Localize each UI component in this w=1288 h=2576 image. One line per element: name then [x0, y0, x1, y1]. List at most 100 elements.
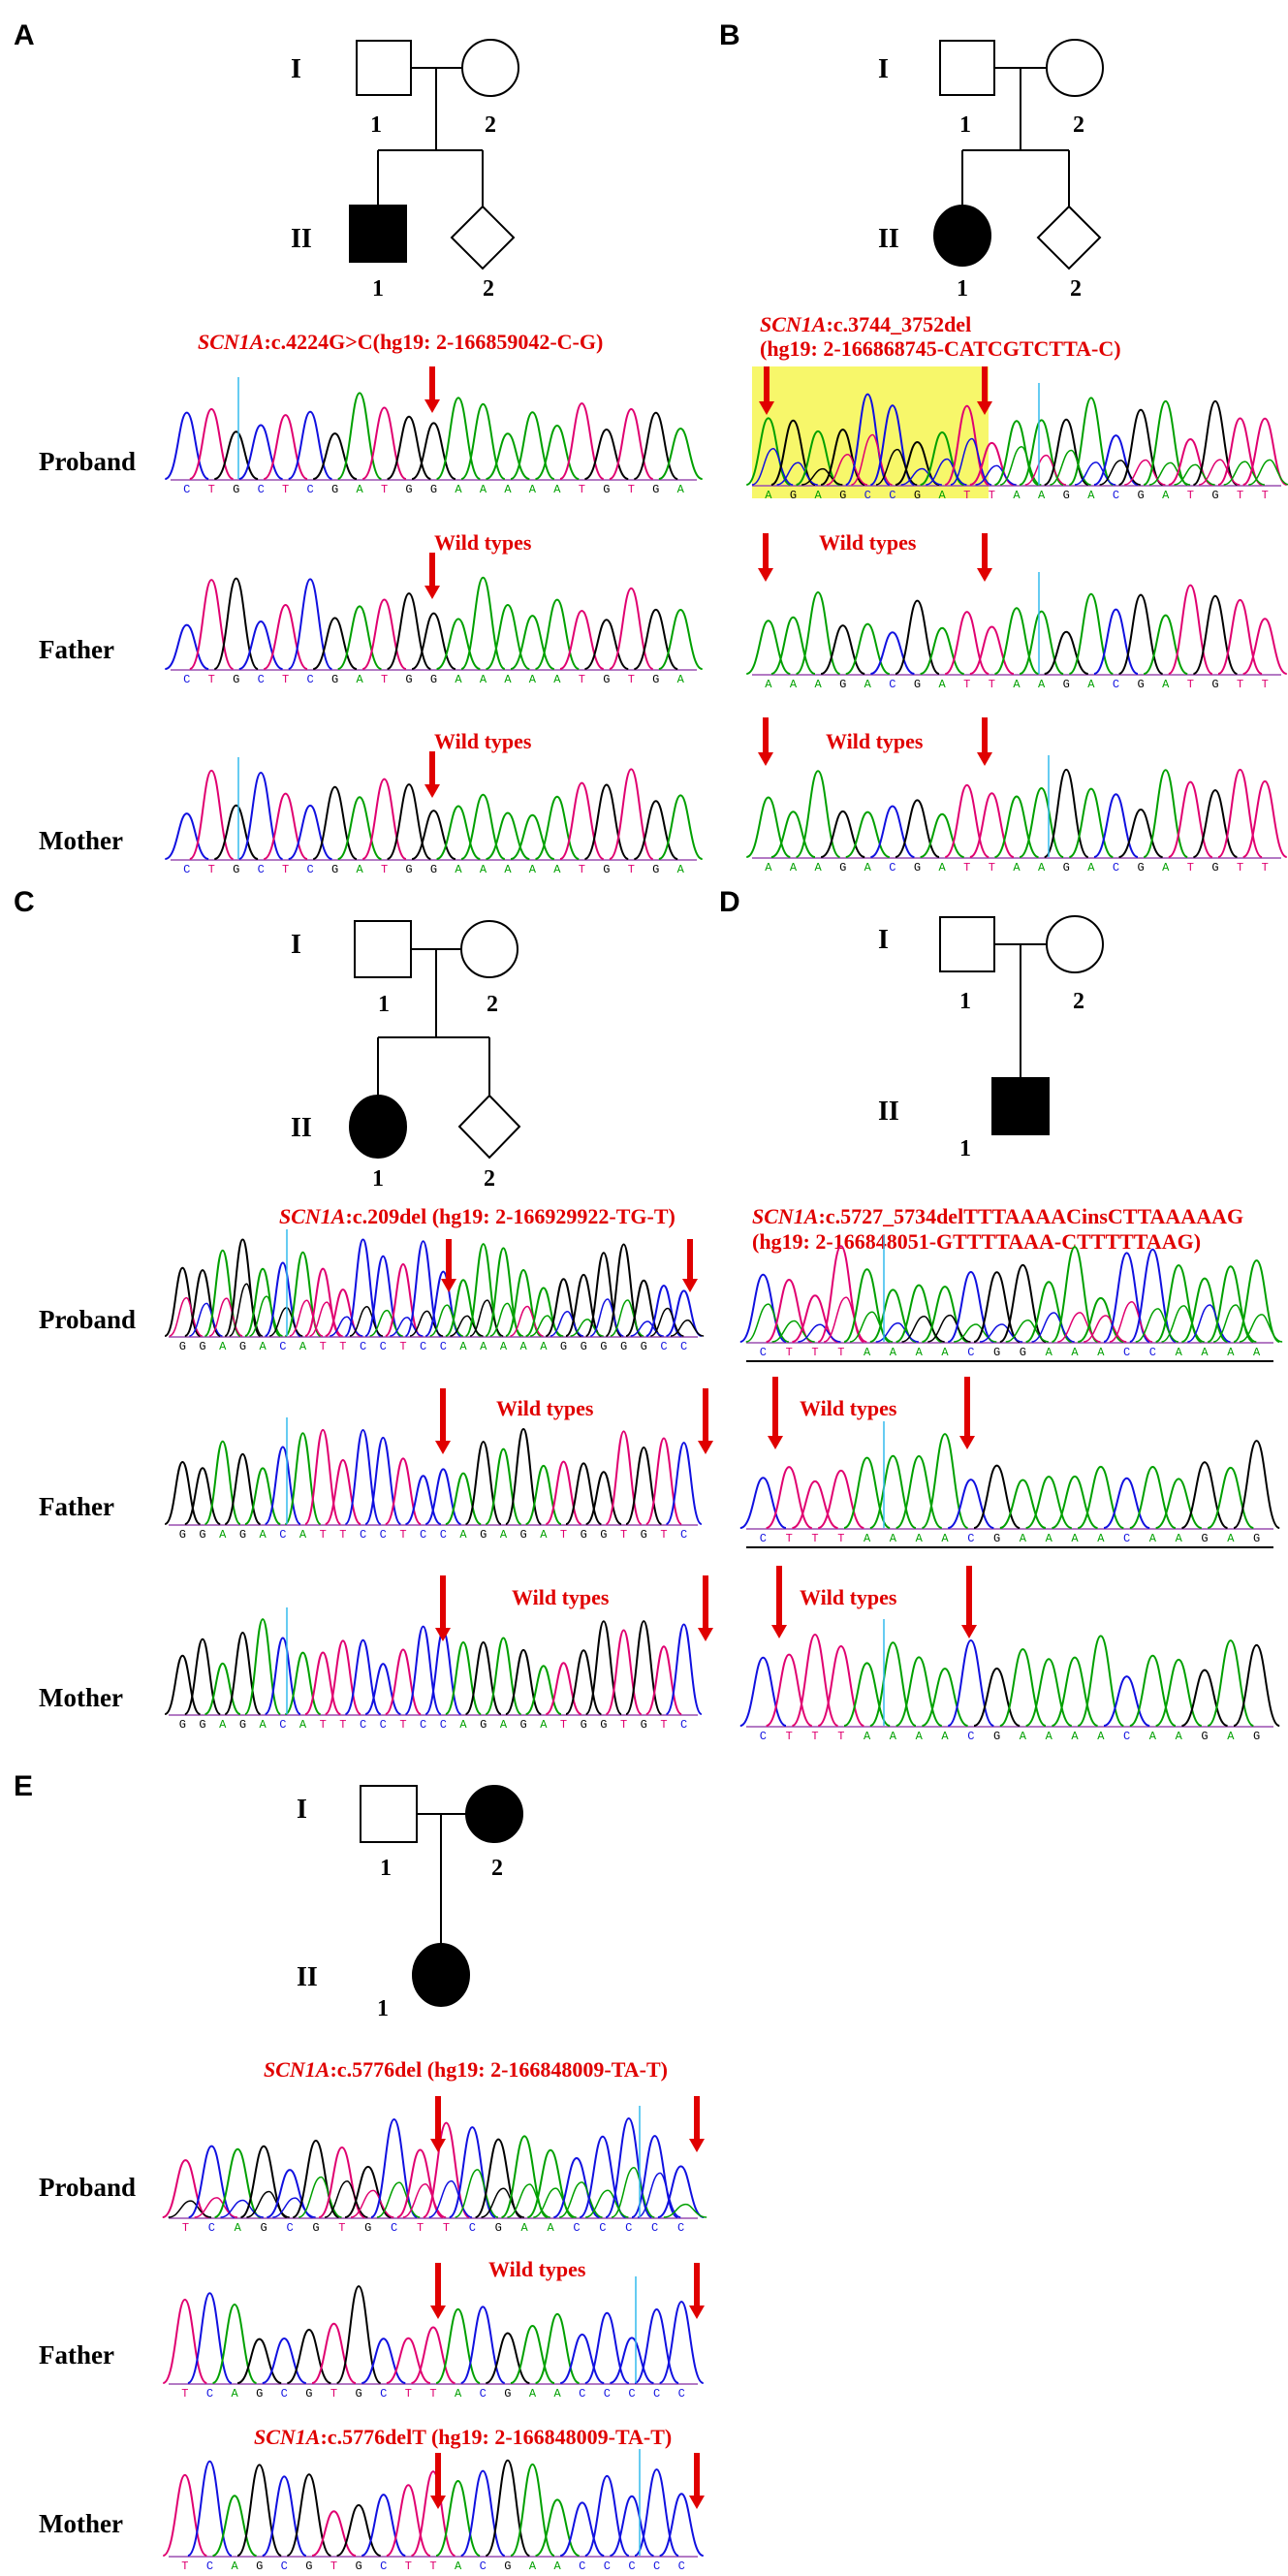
generation-label: I	[297, 1795, 307, 1825]
secondary-peak	[272, 2197, 316, 2218]
pedigree-diamond	[1036, 205, 1102, 270]
row-label-proband: Proband	[39, 2173, 136, 2202]
row-label-father: Father	[39, 635, 114, 664]
individual-id: 1	[372, 1166, 384, 1192]
base-call: C	[599, 2221, 606, 2235]
peak-G	[565, 1273, 602, 1337]
base-call: T	[417, 2221, 424, 2235]
peak-G	[1044, 768, 1089, 858]
individual-id: 1	[959, 112, 971, 138]
base-call: C	[760, 1346, 767, 1359]
base-call: T	[339, 1718, 346, 1732]
peak-T	[311, 2510, 357, 2557]
base-call: C	[680, 1340, 687, 1353]
base-call: T	[1262, 678, 1269, 691]
peak-A	[460, 576, 506, 670]
pedigree-male-unaffected	[356, 40, 412, 96]
pedigree-c	[349, 920, 521, 1160]
base-call: C	[967, 1346, 974, 1359]
base-call: A	[553, 673, 561, 686]
base-call: C	[380, 1528, 387, 1542]
secondary-peak	[1135, 1308, 1179, 1343]
red-arrow	[959, 1377, 975, 1449]
peak-G	[183, 1638, 222, 1715]
base-call: C	[660, 1340, 667, 1353]
base-call: T	[579, 673, 585, 686]
peak-A	[920, 812, 965, 858]
red-arrow	[424, 751, 440, 798]
red-arrow	[689, 2263, 705, 2319]
secondary-peak	[1187, 1304, 1231, 1343]
peak-G	[312, 617, 358, 670]
peak-G	[411, 810, 456, 860]
pedigree-female-unaffected	[1046, 39, 1104, 97]
peak-G	[625, 1446, 663, 1525]
highlight-region	[752, 366, 989, 498]
base-call: A	[765, 678, 772, 691]
base-call: T	[628, 483, 635, 496]
base-call: T	[338, 2221, 345, 2235]
base-call: C	[420, 1340, 426, 1353]
base-call: A	[219, 1340, 227, 1353]
base-call: G	[1211, 489, 1218, 502]
base-call: C	[480, 2387, 487, 2401]
peak-T	[162, 2298, 207, 2384]
individual-id: 2	[485, 112, 496, 138]
base-call: T	[339, 1528, 346, 1542]
peak-A	[535, 2498, 581, 2557]
base-call: G	[356, 2387, 362, 2401]
peak-G	[336, 2503, 382, 2557]
peak-T	[609, 587, 654, 670]
individual-id: 1	[370, 112, 382, 138]
base-call: A	[1013, 861, 1021, 875]
peak-A	[1207, 1466, 1254, 1529]
peak-C	[584, 2311, 630, 2384]
base-call: G	[179, 1718, 186, 1732]
base-call: C	[380, 1718, 387, 1732]
base-call: A	[814, 489, 822, 502]
base-call: C	[420, 1528, 426, 1542]
secondary-peak	[901, 1316, 945, 1343]
base-call: C	[579, 2560, 585, 2573]
peak-G	[973, 1271, 1021, 1343]
red-arrow	[689, 2453, 705, 2509]
individual-id: 2	[484, 1166, 495, 1192]
base-call: C	[307, 863, 314, 876]
peak-A	[658, 428, 704, 480]
base-call: C	[1123, 1346, 1130, 1359]
peak-C	[845, 393, 891, 486]
red-arrow	[698, 1388, 713, 1454]
base-call: T	[1262, 861, 1269, 875]
peak-A	[535, 795, 580, 860]
base-call: C	[678, 2387, 685, 2401]
base-call: T	[282, 673, 289, 686]
base-call: A	[1038, 861, 1046, 875]
base-call: G	[1063, 489, 1070, 502]
base-call: G	[560, 1340, 567, 1353]
mutation-label: SCN1A:c.5727_5734delTTTAAAACinsCTTAAAAAG	[752, 1204, 1243, 1228]
peak-A	[436, 397, 481, 480]
secondary-peak	[950, 437, 992, 486]
base-call: C	[579, 2387, 585, 2401]
peak-C	[361, 2494, 406, 2557]
base-call: G	[652, 863, 659, 876]
peak-A	[284, 1432, 322, 1525]
base-call: A	[1013, 678, 1021, 691]
base-call: A	[540, 1340, 548, 1353]
base-call: A	[1162, 678, 1170, 691]
base-call: A	[1201, 1346, 1209, 1359]
base-call: A	[219, 1528, 227, 1542]
peak-A	[435, 2479, 481, 2557]
peak-A	[1025, 1476, 1073, 1529]
base-call: A	[529, 2560, 537, 2573]
individual-id: 2	[1073, 989, 1084, 1014]
base-call: A	[1046, 1532, 1053, 1545]
peak-G	[184, 1467, 221, 1525]
peak-G	[475, 2138, 522, 2218]
peak-A	[745, 796, 791, 858]
base-call: A	[260, 1528, 267, 1542]
peak-T	[644, 1437, 683, 1525]
base-call: C	[1123, 1730, 1130, 1743]
secondary-peak	[376, 2181, 421, 2218]
base-call: C	[258, 863, 265, 876]
